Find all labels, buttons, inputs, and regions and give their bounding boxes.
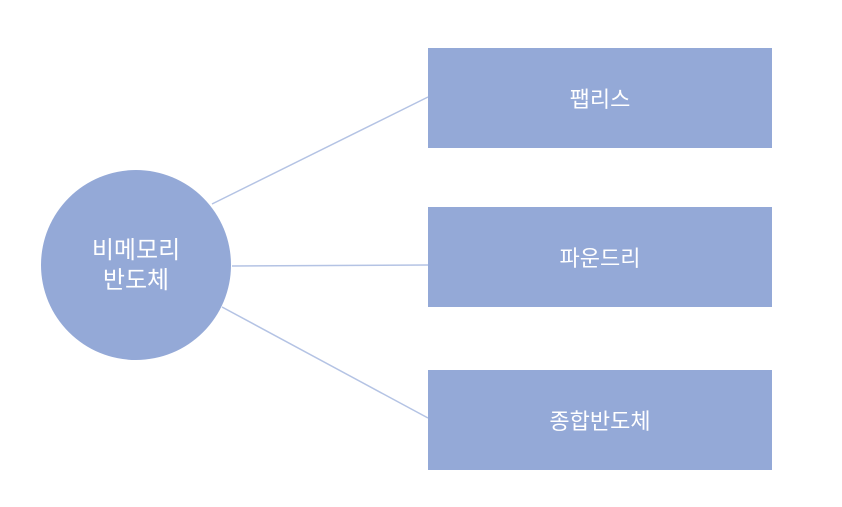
- root-node-non-memory-semiconductor: 비메모리 반도체: [41, 170, 231, 360]
- branch-node-label: 종합반도체: [549, 410, 651, 435]
- root-node-label-line2: 반도체: [102, 266, 170, 294]
- connector-to-foundry: [231, 264, 429, 267]
- branch-node-label: 팹리스: [569, 88, 631, 113]
- root-node-label-line1: 비메모리: [91, 236, 181, 264]
- branch-node-foundry: 파운드리: [428, 207, 772, 307]
- branch-node-fabless: 팹리스: [428, 48, 772, 148]
- branch-node-idm: 종합반도체: [428, 370, 772, 470]
- branch-node-label: 파운드리: [559, 247, 641, 272]
- connector-to-fabless: [211, 96, 429, 205]
- connector-to-idm: [221, 306, 429, 419]
